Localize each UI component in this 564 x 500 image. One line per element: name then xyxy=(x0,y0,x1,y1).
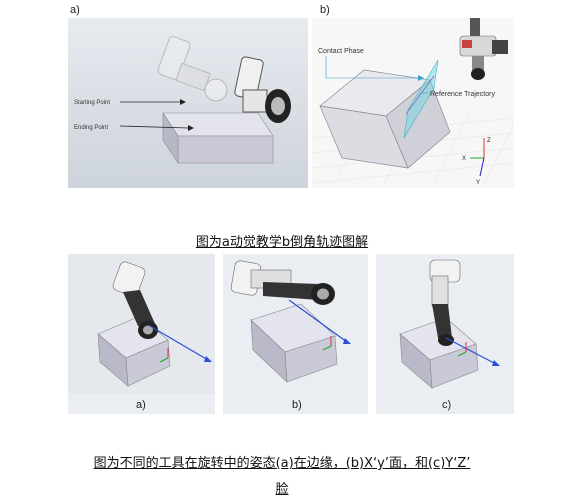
axes xyxy=(322,336,332,351)
tool xyxy=(429,259,461,346)
figure1-panel-a-image: Starting Point Ending Point xyxy=(68,18,308,188)
tool xyxy=(230,260,335,305)
block xyxy=(250,303,338,383)
reference-trajectory-line xyxy=(405,75,435,115)
tool-starting-ghost xyxy=(157,36,228,102)
axis-label-y: Y xyxy=(476,180,480,186)
axes-indicator xyxy=(470,138,485,177)
direction-arrow xyxy=(288,299,348,343)
figure2-panel-c-image xyxy=(376,254,514,414)
figure2-panel-c-label: c) xyxy=(442,399,452,411)
axes xyxy=(159,348,169,363)
figure2-panel-a-label: a) xyxy=(136,399,146,411)
label-starting-point: Starting Point xyxy=(74,100,110,106)
label-ending-point: Ending Point xyxy=(74,125,108,131)
axis-label-x: X xyxy=(462,156,466,162)
figure1-caption: 图为a动觉教学b倒角轨迹图解 xyxy=(195,235,369,250)
figure2-panel-b-image xyxy=(223,254,368,414)
figure1-panel-b-label: b) xyxy=(320,4,330,16)
figure1-panel-b-image: Contact Phase Reference Trajectory Z X Y xyxy=(312,18,514,188)
workpiece-block xyxy=(162,111,274,165)
label-reference-trajectory: Reference Trajectory xyxy=(430,91,495,98)
direction-arrow xyxy=(149,325,209,361)
figure2-caption-line2: 脸 xyxy=(275,482,289,497)
contact-phase-plane xyxy=(403,59,439,139)
direction-arrow xyxy=(445,337,497,365)
axes xyxy=(457,342,467,357)
arrow-ending xyxy=(119,125,189,129)
axis-label-z: Z xyxy=(487,138,491,144)
figure2-caption-line1: 图为不同的工具在旋转中的姿态(a)在边缘，(b)X‘y’面，和(c)Y‘Z’ xyxy=(93,456,471,471)
figure2-panel-b-label: b) xyxy=(292,399,302,411)
robot-tool xyxy=(459,18,508,80)
figure2-panel-a-image xyxy=(68,254,215,414)
tool xyxy=(112,261,158,339)
figure1-panel-a-label: a) xyxy=(70,4,80,16)
wireframe-box xyxy=(319,69,451,169)
block xyxy=(399,317,479,389)
tool-ending xyxy=(234,56,291,123)
label-contact-phase: Contact Phase xyxy=(318,48,364,55)
